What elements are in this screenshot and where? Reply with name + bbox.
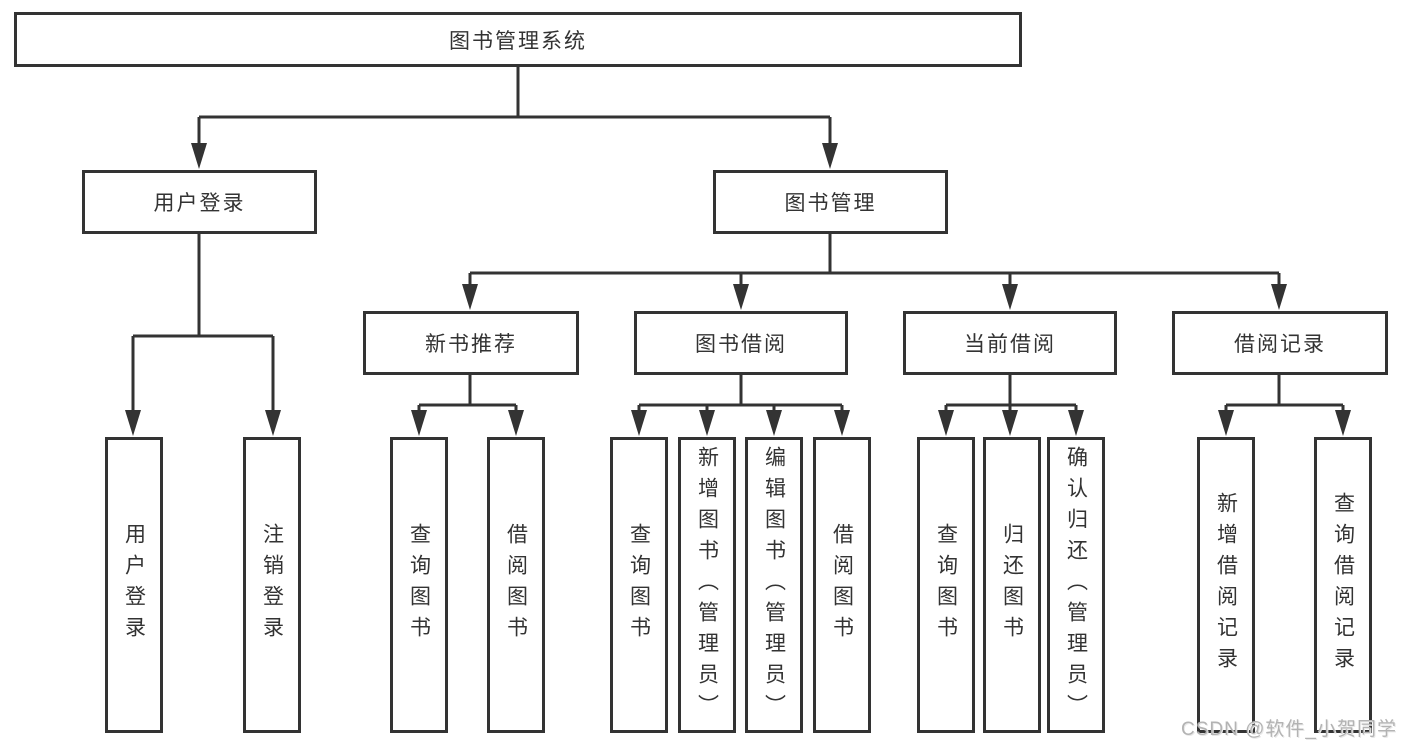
leaf-return-book-label: 归还图书 [1000, 523, 1024, 647]
node-book-borrow: 图书借阅 [634, 311, 848, 375]
leaf-confirm-return-admin-label: 确认归还（管理员） [1064, 445, 1088, 725]
node-borrow-records: 借阅记录 [1172, 311, 1388, 375]
leaf-confirm-return-admin: 确认归还（管理员） [1047, 437, 1105, 733]
csdn-watermark: CSDN @软件_小贺同学 [1181, 719, 1397, 740]
leaf-logout-label: 注销登录 [260, 523, 284, 647]
leaf-add-borrow-record-label: 新增借阅记录 [1214, 492, 1238, 678]
node-root-label: 图书管理系统 [449, 29, 587, 53]
node-book-mgmt-label: 图书管理 [784, 192, 877, 215]
leaf-user-login: 用户登录 [105, 437, 163, 733]
leaf-add-borrow-record: 新增借阅记录 [1197, 437, 1255, 733]
leaf-add-book-admin: 新增图书（管理员） [678, 437, 736, 733]
leaf-borrow-book-newrec: 借阅图书 [487, 437, 545, 733]
leaf-query-book-newrec: 查询图书 [390, 437, 448, 733]
node-user-login: 用户登录 [82, 170, 317, 234]
leaf-query-book-current-label: 查询图书 [934, 523, 958, 647]
leaf-edit-book-admin-label: 编辑图书（管理员） [762, 445, 786, 725]
node-borrow-records-label: 借阅记录 [1234, 333, 1326, 356]
leaf-query-borrow-record-label: 查询借阅记录 [1331, 492, 1355, 678]
node-user-login-label: 用户登录 [153, 192, 246, 215]
node-book-mgmt: 图书管理 [713, 170, 948, 234]
node-book-borrow-label: 图书借阅 [695, 333, 787, 356]
leaf-query-book-borrow-label: 查询图书 [627, 523, 651, 647]
leaf-user-login-label: 用户登录 [122, 523, 146, 647]
leaf-borrow-book-borrow-label: 借阅图书 [830, 523, 854, 647]
leaf-add-book-admin-label: 新增图书（管理员） [695, 445, 719, 725]
leaf-return-book: 归还图书 [983, 437, 1041, 733]
node-root: 图书管理系统 [14, 12, 1022, 67]
node-new-book-rec: 新书推荐 [363, 311, 579, 375]
node-new-book-rec-label: 新书推荐 [425, 333, 517, 356]
leaf-query-borrow-record: 查询借阅记录 [1314, 437, 1372, 733]
leaf-query-book-current: 查询图书 [917, 437, 975, 733]
arrowheads [125, 143, 1351, 436]
leaf-query-book-newrec-label: 查询图书 [407, 523, 431, 647]
leaf-borrow-book-newrec-label: 借阅图书 [504, 523, 528, 647]
leaf-query-book-borrow: 查询图书 [610, 437, 668, 733]
node-current-borrow-label: 当前借阅 [964, 333, 1056, 356]
node-current-borrow: 当前借阅 [903, 311, 1117, 375]
leaf-edit-book-admin: 编辑图书（管理员） [745, 437, 803, 733]
leaf-logout: 注销登录 [243, 437, 301, 733]
leaf-borrow-book-borrow: 借阅图书 [813, 437, 871, 733]
